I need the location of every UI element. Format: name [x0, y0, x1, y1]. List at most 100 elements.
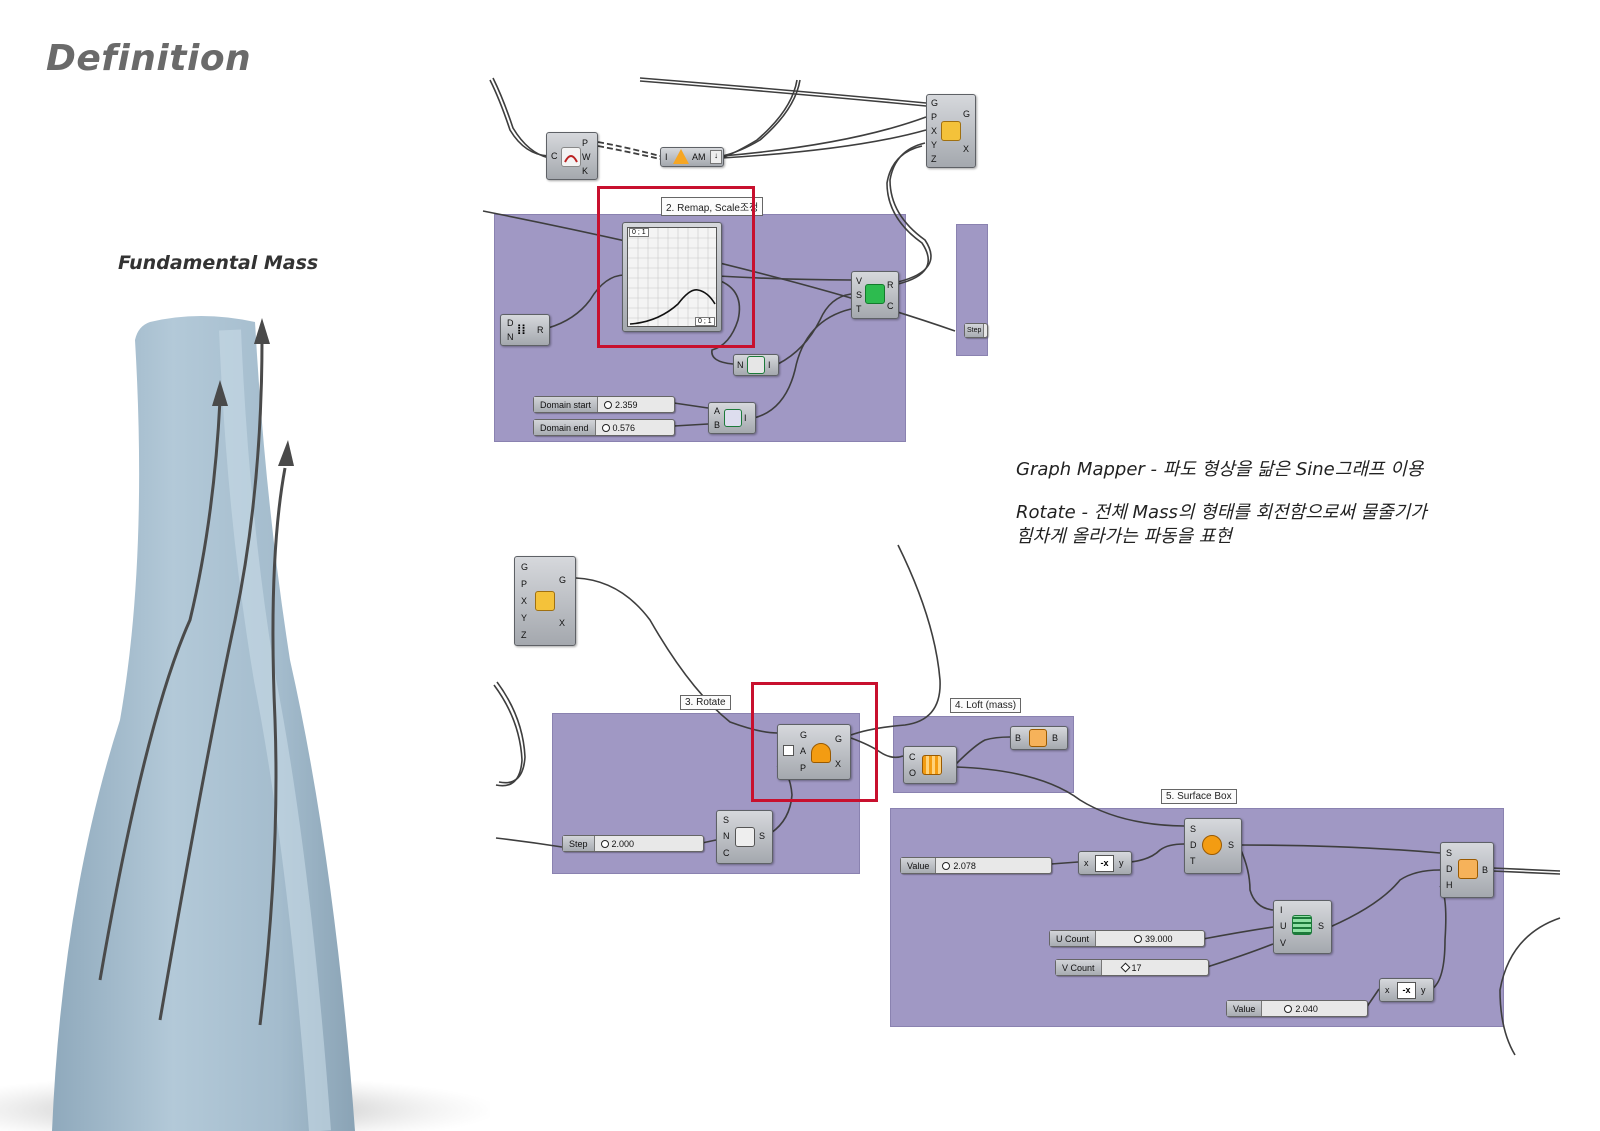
negative-component-2[interactable]: x -x y: [1379, 978, 1434, 1002]
slider-handle[interactable]: [601, 423, 610, 432]
port-x[interactable]: x: [1084, 858, 1089, 868]
port-t[interactable]: T: [1190, 856, 1196, 866]
port-t[interactable]: T: [856, 304, 862, 314]
move-component-bottom[interactable]: G P X Y Z G X: [514, 556, 576, 646]
port-y[interactable]: y: [1421, 985, 1426, 995]
port-p[interactable]: P: [931, 112, 938, 122]
graph-domain-bottom: 0 ; 1: [695, 317, 715, 326]
port-s[interactable]: S: [723, 815, 730, 825]
slider-v-count[interactable]: V Count 17: [1055, 959, 1209, 976]
slider-handle[interactable]: [1284, 1004, 1293, 1013]
port-i[interactable]: I: [768, 360, 771, 370]
port-z[interactable]: Z: [521, 630, 527, 640]
port-x-out[interactable]: X: [559, 618, 566, 628]
port-d[interactable]: D: [507, 318, 514, 328]
port-s-out[interactable]: S: [759, 831, 766, 841]
remap-numbers-component[interactable]: V S T R C: [851, 271, 899, 319]
port-n[interactable]: N: [507, 332, 514, 342]
rotate-component[interactable]: G A P G X: [777, 724, 851, 780]
port-p[interactable]: P: [582, 138, 589, 148]
am-parameter[interactable]: I AM ↓: [660, 147, 724, 167]
bounds-component[interactable]: N I: [733, 354, 779, 376]
port-b-out[interactable]: B: [1052, 733, 1059, 743]
port-k[interactable]: K: [582, 166, 589, 176]
port-s-out[interactable]: S: [1318, 921, 1325, 931]
move-component-top[interactable]: G P X Y Z G X: [926, 94, 976, 168]
port-v[interactable]: V: [856, 276, 863, 286]
port-y[interactable]: Y: [521, 613, 528, 623]
port-i[interactable]: I: [744, 413, 747, 423]
port-d[interactable]: D: [1446, 864, 1453, 874]
port-g[interactable]: G: [800, 730, 808, 740]
port-s[interactable]: S: [1190, 824, 1197, 834]
port-g-out[interactable]: G: [963, 109, 971, 119]
construct-domain-component[interactable]: A B I: [708, 402, 756, 434]
port-v[interactable]: V: [1280, 938, 1287, 948]
port-u[interactable]: U: [1280, 921, 1287, 931]
port-b[interactable]: B: [714, 420, 721, 430]
slider-handle[interactable]: [1120, 962, 1130, 973]
slider-step[interactable]: Step 2.000: [562, 835, 704, 852]
series-component[interactable]: S N C S: [716, 810, 773, 864]
port-c[interactable]: C: [723, 848, 730, 858]
port-s-out[interactable]: S: [1228, 840, 1235, 850]
port-c[interactable]: C: [887, 301, 894, 311]
series-icon: [735, 827, 755, 847]
port-w[interactable]: W: [582, 152, 591, 162]
port-o[interactable]: O: [909, 768, 917, 778]
step-parameter-stub[interactable]: Step: [964, 323, 988, 338]
slider-handle[interactable]: [942, 861, 951, 870]
graph-mapper[interactable]: 0 ; 1 0 ; 1: [622, 222, 722, 332]
slider-handle[interactable]: [1134, 934, 1143, 943]
port-r[interactable]: R: [537, 325, 544, 335]
slider-value-2[interactable]: Value 2.040: [1226, 1000, 1368, 1017]
port-z[interactable]: Z: [931, 154, 937, 164]
port-d[interactable]: D: [1190, 840, 1197, 850]
port-g[interactable]: G: [521, 562, 529, 572]
slider-u-count[interactable]: U Count 39.000: [1049, 930, 1205, 947]
port-g-out[interactable]: G: [559, 575, 567, 585]
port-n[interactable]: N: [737, 360, 744, 370]
port-x[interactable]: X: [521, 596, 528, 606]
divide-component[interactable]: D N ⁞⁞ R: [500, 314, 550, 346]
divide-domain-component[interactable]: I U V S: [1273, 900, 1332, 954]
port-a[interactable]: A: [800, 746, 807, 756]
port-p[interactable]: P: [800, 763, 807, 773]
port-x[interactable]: X: [931, 126, 938, 136]
port-b[interactable]: B: [1015, 733, 1022, 743]
port-x[interactable]: x: [1385, 985, 1390, 995]
slider-handle[interactable]: [604, 400, 613, 409]
port-r[interactable]: R: [887, 280, 894, 290]
offset-surface-component[interactable]: S D T S: [1184, 818, 1242, 874]
port-i[interactable]: I: [665, 152, 668, 162]
loft-component[interactable]: C O: [903, 746, 957, 784]
slider-handle[interactable]: [600, 839, 609, 848]
port-h[interactable]: H: [1446, 880, 1453, 890]
port-s[interactable]: S: [1446, 848, 1453, 858]
port-x-out[interactable]: X: [835, 759, 842, 769]
port-b-out[interactable]: B: [1482, 865, 1489, 875]
slider-domain-end[interactable]: Domain end 0.576: [533, 419, 675, 436]
port-x-out[interactable]: X: [963, 144, 970, 154]
port-p[interactable]: P: [521, 579, 528, 589]
port-s[interactable]: S: [856, 290, 863, 300]
slider-value-1[interactable]: Value 2.078: [900, 857, 1052, 874]
divide-domain-icon: [1292, 915, 1312, 935]
port-c[interactable]: C: [909, 752, 916, 762]
port-i[interactable]: I: [1280, 905, 1283, 915]
slider-domain-start[interactable]: Domain start 2.359: [533, 396, 675, 413]
am-label: AM: [692, 152, 706, 162]
surface-box-component[interactable]: S D H B: [1440, 842, 1494, 898]
port-c[interactable]: C: [551, 151, 558, 161]
graph-mapper-canvas[interactable]: [627, 227, 717, 327]
brep-parameter[interactable]: B B: [1010, 726, 1068, 750]
negative-component-1[interactable]: x -x y: [1078, 851, 1132, 875]
port-y[interactable]: Y: [931, 140, 938, 150]
port-g-out[interactable]: G: [835, 734, 843, 744]
port-g[interactable]: G: [931, 98, 939, 108]
top-curve-component[interactable]: C P W K: [546, 132, 598, 180]
dropdown-icon[interactable]: ↓: [710, 150, 722, 164]
port-a[interactable]: A: [714, 406, 721, 416]
port-n[interactable]: N: [723, 831, 730, 841]
port-y[interactable]: y: [1119, 858, 1124, 868]
